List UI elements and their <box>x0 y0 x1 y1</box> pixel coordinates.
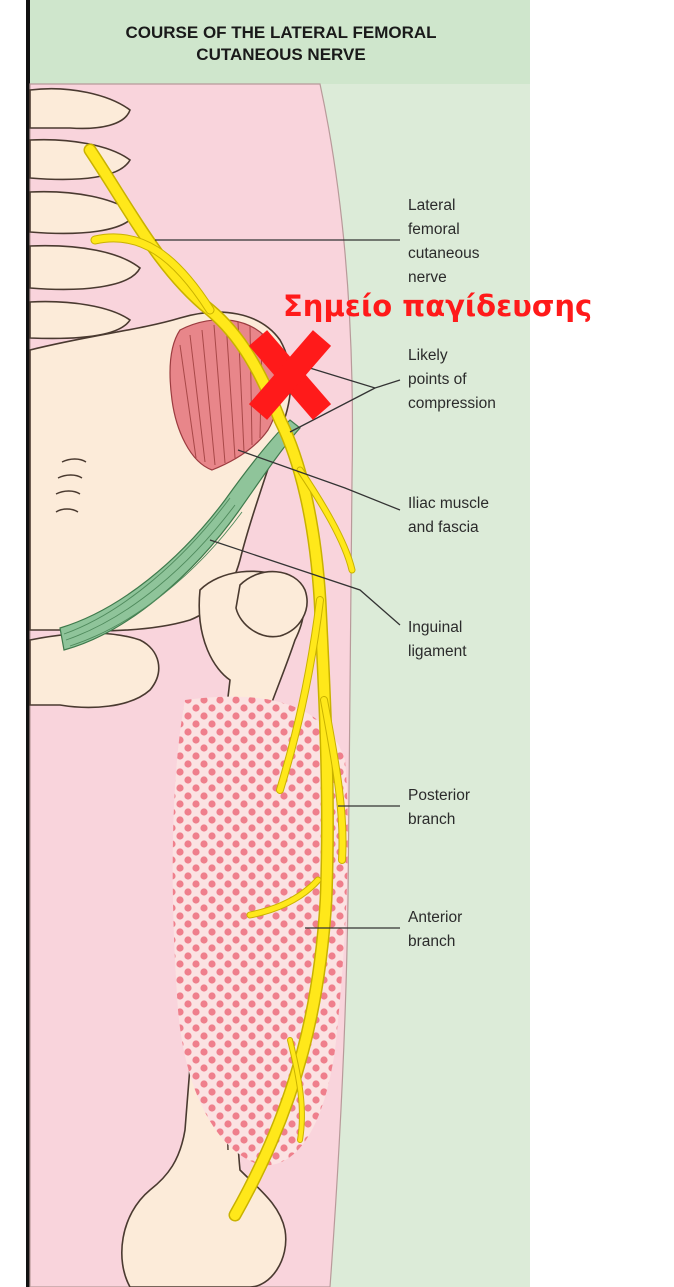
svg-text:Iliac muscle: Iliac muscle <box>408 495 489 512</box>
svg-text:branch: branch <box>408 933 455 950</box>
entrapment-label: Σημείο παγίδευσης <box>283 289 592 323</box>
svg-text:femoral: femoral <box>408 221 460 238</box>
svg-text:Anterior: Anterior <box>408 909 462 926</box>
svg-text:Lateral: Lateral <box>408 197 455 214</box>
pubic-bone <box>30 633 159 707</box>
svg-text:cutaneous: cutaneous <box>408 245 480 262</box>
svg-text:points of: points of <box>408 371 467 388</box>
svg-text:nerve: nerve <box>408 269 447 286</box>
svg-text:compression: compression <box>408 395 496 412</box>
svg-text:Likely: Likely <box>408 347 448 364</box>
diagram-title-line-1: COURSE OF THE LATERAL FEMORAL <box>125 23 436 42</box>
svg-text:ligament: ligament <box>408 643 467 660</box>
svg-text:Posterior: Posterior <box>408 787 470 804</box>
svg-text:and fascia: and fascia <box>408 519 479 536</box>
svg-text:branch: branch <box>408 811 455 828</box>
title-band <box>30 0 530 84</box>
svg-text:Inguinal: Inguinal <box>408 619 462 636</box>
diagram-title-line-2: CUTANEOUS NERVE <box>196 45 365 64</box>
